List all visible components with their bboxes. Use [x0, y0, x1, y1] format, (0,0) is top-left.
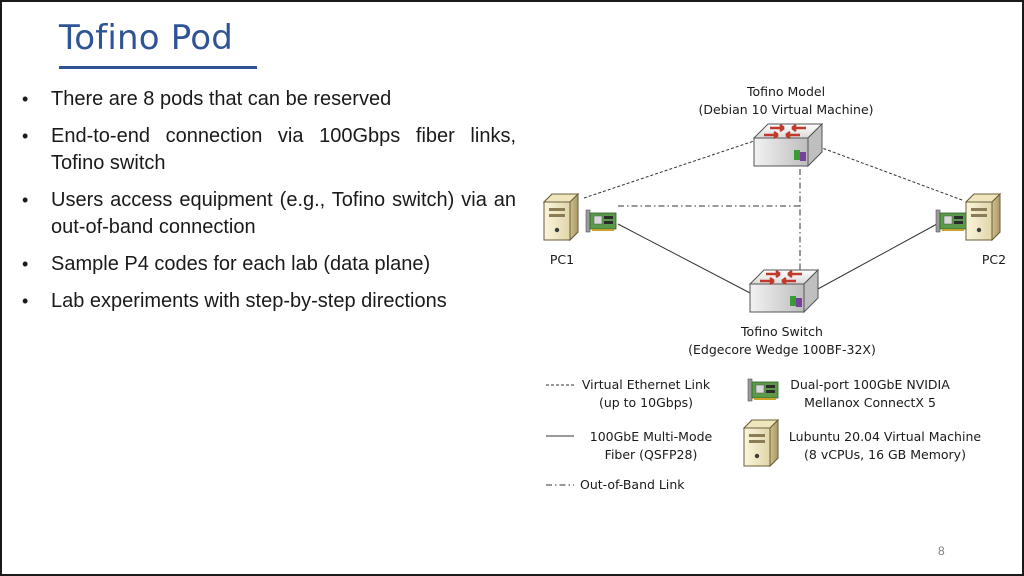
- tofino-model-description: (Debian 10 Virtual Machine): [698, 102, 873, 117]
- legend-vm-label: Lubuntu 20.04 Virtual Machine: [789, 429, 981, 444]
- pc2-label: PC2: [982, 252, 1006, 267]
- tofino-switch-node: Tofino Switch (Edgecore Wedge 100BF-32X): [688, 268, 876, 357]
- legend-vm-icon: [743, 419, 779, 467]
- network-diagram: Tofino Model (Debian 10 Virtual Machine)…: [543, 84, 1006, 492]
- diagram-legend: Virtual Ethernet Link (up to 10Gbps) 100…: [546, 377, 981, 492]
- virtual-link-model-pc2: [813, 144, 963, 201]
- nic-card-icon: [935, 209, 967, 233]
- bullet-item: There are 8 pods that can be reserved: [20, 86, 516, 113]
- legend-vm-sublabel: (8 vCPUs, 16 GB Memory): [804, 447, 966, 462]
- legend-nic-icon: [747, 378, 779, 402]
- pc-tower-icon: [543, 193, 579, 241]
- pc1-node: PC1: [543, 193, 617, 267]
- switch-icon: [748, 268, 820, 314]
- page-number: 8: [938, 544, 945, 558]
- bullet-item: End-to-end connection via 100Gbps fiber …: [20, 123, 516, 177]
- legend-fiber-label: 100GbE Multi-Mode: [590, 429, 713, 444]
- legend-nic-label: Dual-port 100GbE NVIDIA: [790, 377, 950, 392]
- virtual-switch-icon: [752, 122, 824, 168]
- pc2-node: PC2: [935, 193, 1006, 267]
- legend-virtual-link-label: Virtual Ethernet Link: [582, 377, 711, 392]
- legend-oob-label: Out-of-Band Link: [580, 477, 685, 492]
- bullet-item: Sample P4 codes for each lab (data plane…: [20, 251, 516, 278]
- fiber-link-pc1-switch: [617, 223, 753, 295]
- bullet-item: Lab experiments with step-by-step direct…: [20, 288, 516, 315]
- pc1-label: PC1: [550, 252, 574, 267]
- bullet-item: Users access equipment (e.g., Tofino swi…: [20, 187, 516, 241]
- pc-tower-icon: [965, 193, 1001, 241]
- fiber-link-switch-pc2: [815, 223, 938, 291]
- slide-title: Tofino Pod: [59, 18, 234, 58]
- tofino-switch-label: Tofino Switch: [740, 324, 823, 339]
- legend-fiber-sublabel: Fiber (QSFP28): [605, 447, 698, 462]
- tofino-switch-description: (Edgecore Wedge 100BF-32X): [688, 342, 876, 357]
- title-underline: [59, 66, 257, 69]
- bullet-list: There are 8 pods that can be reserved En…: [20, 86, 516, 325]
- tofino-model-label: Tofino Model: [746, 84, 825, 99]
- virtual-link-pc1-model: [583, 140, 755, 199]
- nic-card-icon: [585, 209, 617, 233]
- legend-nic-sublabel: Mellanox ConnectX 5: [804, 395, 936, 410]
- tofino-model-node: Tofino Model (Debian 10 Virtual Machine): [698, 84, 874, 168]
- legend-virtual-link-sublabel: (up to 10Gbps): [599, 395, 693, 410]
